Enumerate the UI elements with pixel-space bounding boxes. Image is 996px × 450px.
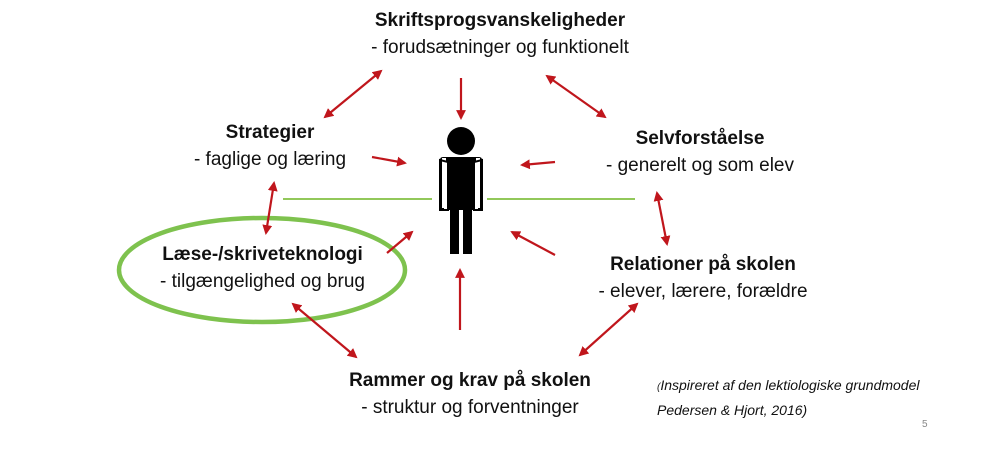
node-subtitle: - faglige og læring bbox=[193, 149, 347, 170]
node-subtitle: - forudsætninger og funktionelt bbox=[371, 37, 629, 58]
arrow-skriftsprog-strategier bbox=[323, 69, 383, 119]
node-rammer-og-krav: Rammer og krav på skolen - struktur og f… bbox=[320, 368, 620, 421]
node-laese-skriveteknologi: Læse-/skriveteknologi - tilgængelighed o… bbox=[140, 242, 385, 295]
node-selvforstaaelse: Selvforståelse - generelt og som elev bbox=[580, 126, 820, 179]
page-number: 5 bbox=[922, 419, 928, 430]
citation-line-2: Pedersen & Hjort, 2016) bbox=[657, 402, 808, 418]
node-strategier: Strategier - faglige og læring bbox=[170, 120, 370, 173]
node-title: Rammer og krav på skolen bbox=[349, 370, 591, 391]
node-title: Læse-/skriveteknologi bbox=[162, 244, 363, 265]
arrow-teknologi-to-person bbox=[386, 230, 414, 254]
arrow-strategier-teknologi bbox=[262, 181, 278, 235]
node-skriftsprogsvanskeligheder: Skriftsprogsvanskeligheder - forudsætnin… bbox=[300, 8, 700, 61]
arrow-relationer-rammer bbox=[578, 302, 639, 357]
node-relationer-paa-skolen: Relationer på skolen - elever, lærere, f… bbox=[578, 252, 828, 305]
node-title: Selvforståelse bbox=[635, 128, 765, 149]
node-title: Skriftsprogsvanskeligheder bbox=[374, 10, 626, 31]
arrow-teknologi-rammer bbox=[291, 302, 358, 359]
node-subtitle: - elever, lærere, forældre bbox=[598, 281, 808, 302]
person-icon bbox=[439, 127, 483, 254]
arrow-selvforstaaelse-relationer bbox=[653, 191, 671, 246]
arrow-skriftsprog-selvforstaaelse bbox=[545, 74, 607, 119]
node-title: Relationer på skolen bbox=[610, 254, 796, 275]
arrow-relationer-to-person bbox=[510, 231, 556, 256]
node-title: Strategier bbox=[225, 122, 315, 143]
node-subtitle: - struktur og forventninger bbox=[361, 397, 579, 418]
node-subtitle: - generelt og som elev bbox=[606, 155, 794, 176]
highlight-ellipse bbox=[116, 215, 408, 325]
citation: (Inspireret af den lektiologiske grundmo… bbox=[657, 374, 920, 421]
arrow-strategier-to-person bbox=[371, 155, 407, 167]
arrow-selvforstaaelse-to-person bbox=[520, 159, 556, 170]
node-subtitle: - tilgængelighed og brug bbox=[160, 271, 365, 292]
citation-line-1: Inspireret af den lektiologiske grundmod… bbox=[660, 377, 920, 393]
